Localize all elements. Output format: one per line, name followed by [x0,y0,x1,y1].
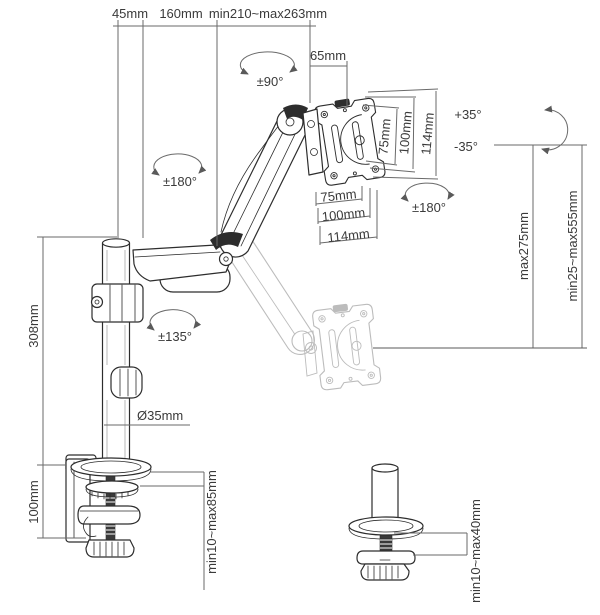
rotation-arrows [146,51,569,331]
angle-elbow-swivel: ±180° [163,174,197,189]
dim-pole-diameter: Ø35mm [137,408,183,423]
first-arm-link [132,244,231,293]
dim-grommet-range: min10~max40mm [468,499,483,603]
desk-clamp [65,454,152,558]
dimension-lines [37,20,587,590]
vesa-plate-upper [312,94,387,187]
vesa-bottom-114: 114mm [327,226,371,245]
gas-spring-arm [210,110,309,267]
dim-first-arm: 160mm [159,6,202,21]
angle-base-swivel: ±135° [158,329,192,344]
ghost-lowered-arm [227,239,315,355]
arm-collar [90,283,144,323]
vesa-bottom-100: 100mm [321,205,366,224]
pole [101,238,131,467]
vesa-side-75: 75mm [375,118,393,155]
dim-clamp-range: min10~max85mm [204,470,219,574]
labels: 45mm 160mm min210~max263mm 65mm ±90° ±18… [26,6,580,603]
angle-tilt-down: -35° [454,139,478,154]
dim-lift-max: max275mm [516,212,531,280]
angle-tilt-up: +35° [454,107,481,122]
dim-height-range: min25~max555mm [565,191,580,302]
ghost-lowered-vesa-plate [302,300,382,391]
head-bracket [285,108,324,176]
grommet-mount [348,463,424,581]
vesa-bottom-75: 75mm [320,186,357,205]
vesa-dimension-brackets [315,88,439,245]
cable-clip [110,366,143,399]
angle-head-swivel: ±90° [257,74,284,89]
dim-clamp-height: 100mm [26,480,41,523]
dim-head-offset: 65mm [310,48,346,63]
dim-second-arm: min210~max263mm [209,6,327,21]
dim-pole-offset: 45mm [112,6,148,21]
head-hinge [276,104,308,136]
vesa-side-114: 114mm [418,112,437,156]
vesa-side-100: 100mm [396,110,415,155]
angle-vesa-rotation: ±180° [412,200,446,215]
dim-pole-height: 308mm [26,304,41,347]
